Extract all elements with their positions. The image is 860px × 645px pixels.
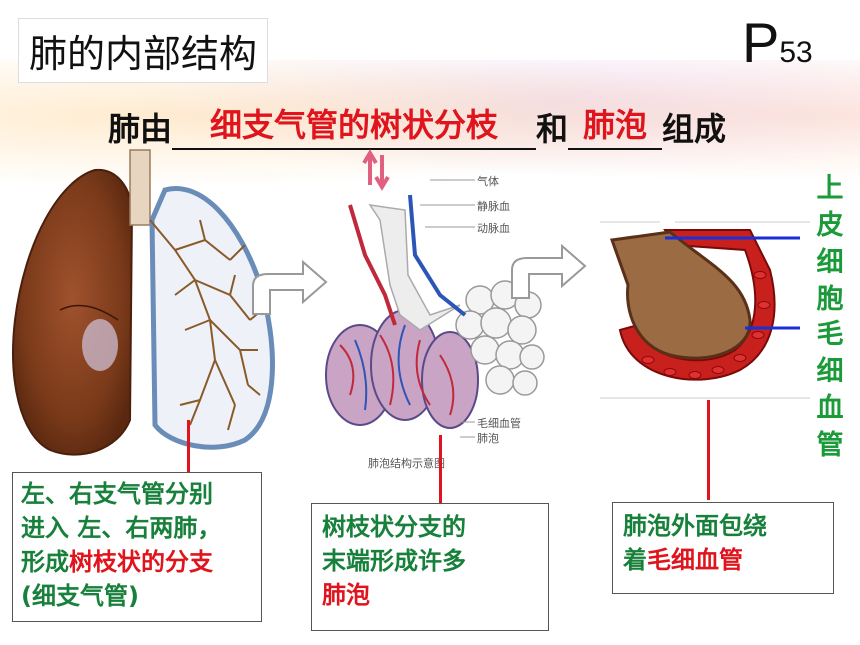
sentence-middle: 和	[536, 110, 569, 148]
pointer-line-right	[707, 400, 710, 500]
blank-2-answer: 肺泡	[583, 106, 648, 144]
artery-vessel	[348, 204, 397, 326]
side-label-capillary: 毛 细 血 管	[816, 319, 844, 461]
label-alveolus: 肺泡	[477, 432, 499, 445]
callout-bronchi: 左、右支气管分别 进入 左、右两肺， 形成树枝状的分支 (细支气管)	[12, 472, 262, 622]
left-lung-lobe	[12, 168, 134, 456]
lung-illustration	[12, 149, 275, 456]
pointer-line-left	[187, 420, 190, 472]
gas-arrows	[362, 149, 390, 191]
sentence-prefix: 肺由	[108, 110, 173, 148]
pointer-line-middle	[439, 435, 442, 505]
blank-1: 细支气管的树状分枝	[172, 106, 537, 150]
blank-1-answer: 细支气管的树状分枝	[210, 106, 499, 144]
label-gas: 气体	[477, 175, 499, 188]
red-blood-cells	[641, 271, 771, 379]
alveoli-cluster-left	[325, 309, 479, 429]
page-number: 53	[779, 36, 813, 69]
page-letter: P	[742, 11, 780, 74]
alveoli-illustration	[325, 149, 545, 438]
alveolus-sac	[609, 230, 752, 360]
label-capillary: 毛细血管	[477, 417, 521, 430]
bronchiole-tube	[368, 204, 461, 331]
figure-caption: 肺泡结构示意图	[368, 457, 445, 470]
page-reference: P53	[742, 10, 813, 75]
callout-capillary: 肺泡外面包绕 着毛细血管	[612, 502, 834, 594]
arrow-1	[252, 259, 328, 315]
right-lung-outline	[149, 186, 275, 450]
vein-vessel	[408, 194, 467, 317]
alveolus-cross-section	[600, 221, 810, 399]
capillary-wrap	[618, 229, 776, 381]
arrow-2	[511, 243, 587, 299]
label-vein-blood: 静脉血	[477, 200, 510, 213]
callout-alveoli: 树枝状分支的 末端形成许多 肺泡	[311, 503, 549, 631]
side-label-epithelium: 上 皮 细 胞	[816, 173, 844, 315]
blank-2: 肺泡	[568, 106, 663, 150]
label-artery-blood: 动脉血	[477, 222, 510, 235]
page-title: 肺的内部结构	[18, 18, 269, 83]
fill-in-sentence: 肺由细支气管的树状分枝和肺泡组成	[108, 104, 726, 150]
trachea	[129, 149, 151, 226]
sentence-suffix: 组成	[662, 110, 727, 148]
